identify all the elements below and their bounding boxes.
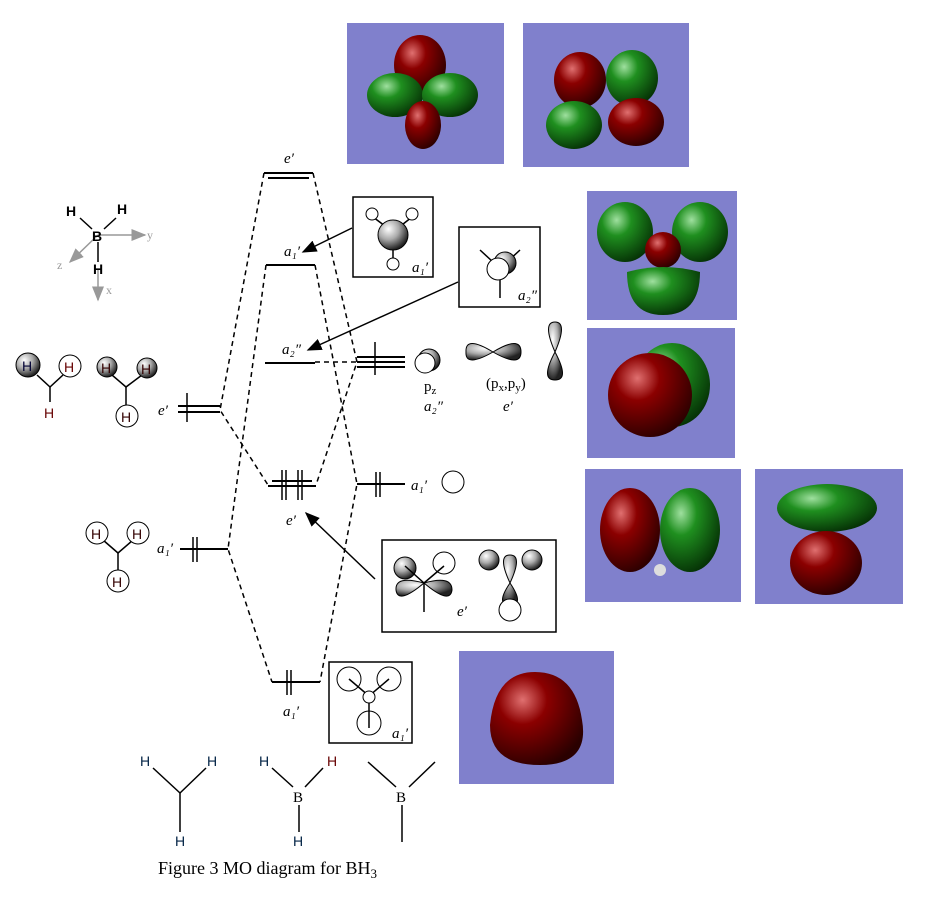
orbital-render-panel [755, 469, 903, 604]
svg-text:H: H [259, 753, 269, 769]
mo-level-top-e: e′ [264, 151, 313, 179]
atom-label: B [92, 228, 102, 244]
orbital-render-panel [459, 651, 614, 784]
symmetry-label: e′ [284, 151, 295, 167]
svg-text:H: H [121, 409, 131, 425]
svg-text:H: H [327, 753, 337, 769]
symmetry-label: e′ [503, 399, 514, 415]
h3-salc-e-1: H H H [15, 352, 82, 421]
orbital-render-panel [587, 328, 735, 458]
svg-text:H: H [91, 526, 101, 542]
symmetry-label: a₁′ [157, 541, 174, 557]
svg-text:B: B [396, 790, 406, 806]
axis-label-z: z [57, 258, 62, 272]
inset-a2: a₂″ [306, 226, 541, 351]
correlation-lines [219, 172, 358, 683]
symmetry-label: a₁′ [283, 704, 300, 720]
atom-label: H [66, 203, 76, 219]
svg-text:H: H [64, 359, 74, 375]
orbital-render-panel [587, 191, 737, 320]
boron-level-p: pz a₂″ (px,py) e′ [357, 321, 563, 415]
svg-text:(px,py): (px,py) [486, 376, 526, 394]
figure-caption: Figure 3 MO diagram for BH3 [158, 858, 377, 881]
svg-text:H: H [140, 753, 150, 769]
svg-text:H: H [175, 833, 185, 849]
symmetry-label: a₁′ [411, 478, 428, 494]
svg-text:H: H [44, 405, 54, 421]
svg-text:B: B [293, 790, 303, 806]
axis-label-y: y [147, 228, 153, 242]
svg-text:H: H [132, 526, 142, 542]
symmetry-label: e′ [286, 513, 297, 529]
b-skeleton-structure: B [367, 761, 436, 842]
axis-system: H H B H y z x [57, 201, 153, 302]
svg-text:H: H [22, 358, 32, 374]
boron-level-s: a₁′ [357, 470, 465, 497]
h3-structure: H H H [140, 753, 217, 849]
svg-text:H: H [101, 360, 111, 376]
svg-text:H: H [141, 361, 151, 377]
mo-level-bonding-e: e′ [268, 470, 316, 529]
svg-text:H: H [207, 753, 217, 769]
inset-e-bonding: e′ [304, 511, 557, 633]
symmetry-label: e′ [158, 403, 169, 419]
inset-a1-bonding: a₁′ [328, 661, 413, 744]
symmetry-label: a₂″ [424, 399, 444, 415]
svg-text:a₂″: a₂″ [518, 288, 538, 304]
mo-level-bonding-a1: a₁′ [272, 670, 320, 720]
svg-text:H: H [293, 833, 303, 849]
mo-level-nonbonding-a2: a₂″ [265, 342, 315, 364]
svg-text:a₁′: a₁′ [412, 260, 429, 276]
symmetry-label: a₁′ [284, 244, 301, 260]
h3-level-e: e′ [158, 393, 220, 422]
orbital-render-panel [585, 469, 741, 602]
svg-text:pz: pz [424, 379, 437, 397]
h3-salc-e-2: H H H [96, 356, 158, 428]
orbital-render-panel [523, 23, 689, 167]
svg-text:H: H [112, 574, 122, 590]
mo-level-antibonding-a1: a₁′ [266, 244, 315, 266]
inset-a1-antibonding: a₁′ [301, 196, 434, 278]
svg-text:e′: e′ [457, 604, 468, 620]
atom-label: H [117, 201, 127, 217]
h3-level-a1: a₁′ [157, 537, 228, 562]
bh3-structure: H H B H [259, 753, 337, 849]
symmetry-label: a₂″ [282, 342, 302, 358]
svg-text:a₁′: a₁′ [392, 726, 409, 742]
atom-label: H [93, 261, 103, 277]
axis-label-x: x [106, 283, 112, 297]
orbital-render-panel [347, 23, 504, 164]
h3-salc-a1: H H H [85, 521, 150, 593]
